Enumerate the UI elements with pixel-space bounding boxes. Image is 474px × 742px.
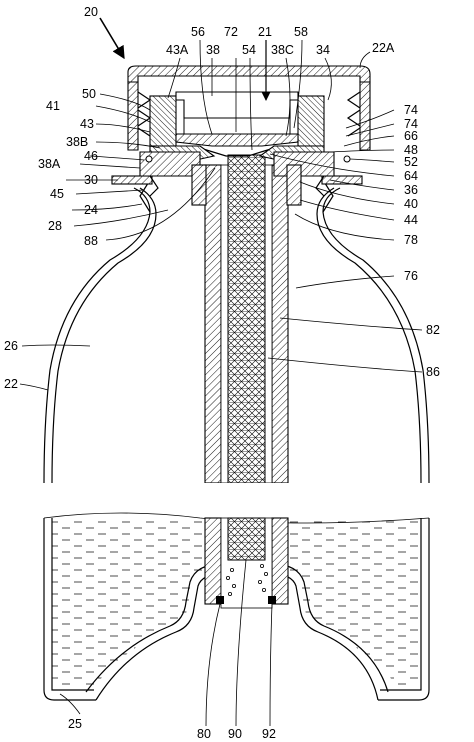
label-86: 86	[426, 365, 440, 379]
label-74b: 74	[404, 117, 418, 131]
label-72: 72	[224, 25, 238, 39]
label-22A: 22A	[372, 41, 395, 55]
label-24: 24	[84, 203, 98, 217]
label-38: 38	[206, 43, 220, 57]
label-38A: 38A	[38, 157, 61, 171]
label-28: 28	[48, 219, 62, 233]
label-92: 92	[262, 727, 276, 741]
label-74a: 74	[404, 103, 418, 117]
label-30: 30	[84, 173, 98, 187]
label-44: 44	[404, 213, 418, 227]
bottle-upper	[43, 154, 430, 483]
label-45: 45	[50, 187, 64, 201]
bottle-lower	[43, 512, 430, 701]
closure-assembly	[111, 65, 371, 206]
label-46: 46	[84, 149, 98, 163]
label-41: 41	[46, 99, 60, 113]
label-56: 56	[191, 25, 205, 39]
label-36: 36	[404, 183, 418, 197]
label-50: 50	[82, 87, 96, 101]
label-43: 43	[80, 117, 94, 131]
label-43A: 43A	[166, 43, 189, 57]
label-48: 48	[404, 143, 418, 157]
label-38B: 38B	[66, 135, 88, 149]
label-20: 20	[84, 5, 98, 19]
label-21: 21	[258, 25, 272, 39]
label-40: 40	[404, 197, 418, 211]
label-38C: 38C	[271, 43, 294, 57]
label-90: 90	[228, 727, 242, 741]
label-66: 66	[404, 129, 418, 143]
label-82: 82	[426, 323, 440, 337]
reference-labels: 20 21 22A 43A 56 38 72 54 38C 58 34 50 4…	[4, 5, 440, 741]
leader-lines	[19, 17, 423, 727]
label-25: 25	[68, 717, 82, 731]
label-58: 58	[294, 25, 308, 39]
label-34: 34	[316, 43, 330, 57]
label-22: 22	[4, 377, 18, 391]
label-54: 54	[242, 43, 256, 57]
label-26: 26	[4, 339, 18, 353]
label-76: 76	[404, 269, 418, 283]
label-80: 80	[197, 727, 211, 741]
label-78: 78	[404, 233, 418, 247]
label-52: 52	[404, 155, 418, 169]
label-88: 88	[84, 234, 98, 248]
label-64: 64	[404, 169, 418, 183]
